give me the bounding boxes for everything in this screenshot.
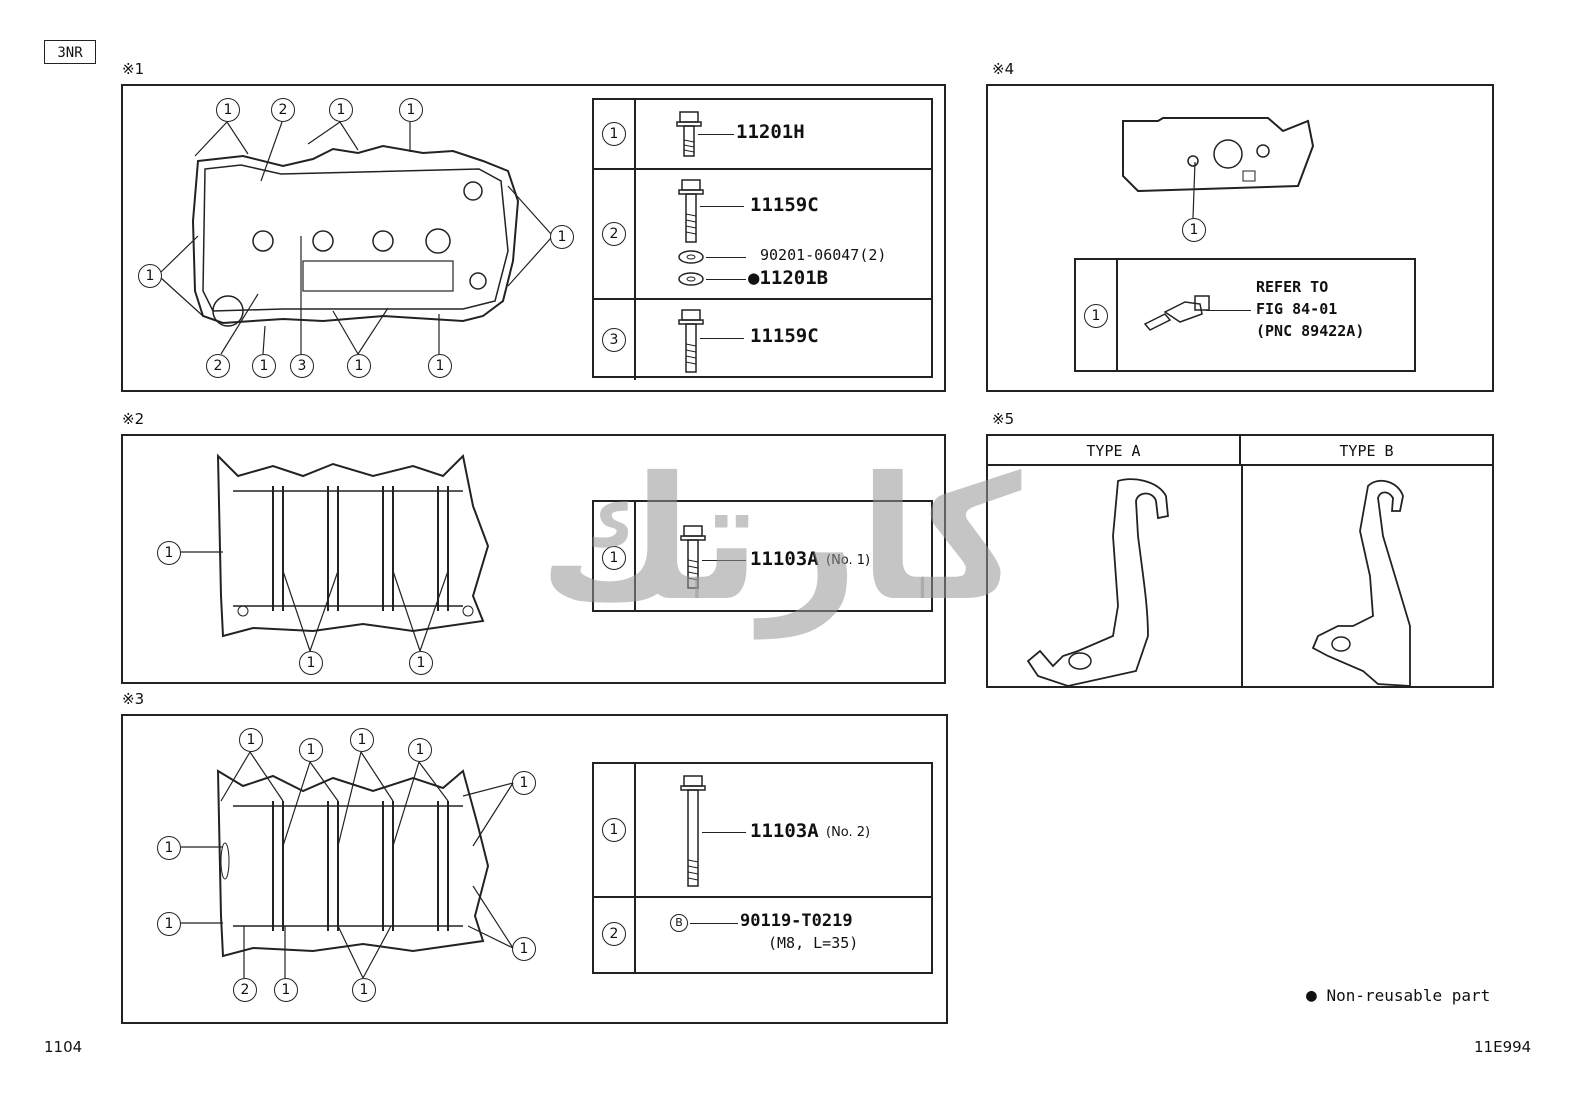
callout-1: 1	[157, 541, 181, 565]
figure-code: 11E994	[1474, 1038, 1532, 1056]
non-reusable-dot-icon: ●	[748, 267, 760, 289]
callout-1: 1	[350, 728, 374, 752]
long-bolt-icon	[678, 309, 704, 373]
callout-2: 2	[233, 978, 257, 1002]
row-index: 1	[602, 546, 626, 570]
part-number: 11103A	[750, 820, 819, 842]
part-number: 11159C	[750, 194, 819, 216]
row-index: 3	[602, 328, 626, 352]
section-3-label: ※3	[122, 690, 145, 708]
part-number: 11103A	[750, 548, 819, 570]
table-row: 3 11159C	[594, 298, 931, 380]
section-2-panel: 1 1 1 1 11103A (No. 1)	[121, 434, 946, 684]
section-3-parts-table: 1 11103A (No. 2) 2 B 90119-T0219 (M8, L=…	[592, 762, 933, 974]
washer-icon	[678, 250, 704, 264]
callout-leader-lines	[181, 751, 514, 979]
bolt-position-note: (No. 1)	[826, 553, 871, 568]
row-index: 2	[602, 222, 626, 246]
cylinder-head-side-drawing	[1122, 117, 1315, 193]
callout-1: 1	[352, 978, 376, 1002]
part-number: 90119-T0219	[740, 911, 853, 931]
part-number: 90201-06047(2)	[760, 246, 887, 264]
reference-line-2: FIG 84-01	[1256, 300, 1338, 318]
table-row: 1 11103A (No. 2)	[594, 764, 931, 896]
temperature-sensor-icon	[1143, 295, 1210, 331]
row-index: 2	[602, 922, 626, 946]
table-row: 2 B 90119-T0219 (M8, L=35)	[594, 896, 931, 972]
callout-1: 1	[299, 651, 323, 675]
bolt-spec: (M8, L=35)	[768, 934, 859, 952]
type-a-header: TYPE A	[988, 436, 1241, 466]
row-index: 1	[602, 818, 626, 842]
callout-leader-lines	[1192, 161, 1196, 219]
part-number: ●11201B	[748, 267, 829, 289]
cylinder-block-drawing	[216, 453, 490, 638]
callout-leader-lines	[181, 551, 449, 652]
callout-1: 1	[252, 354, 276, 378]
section-5-panel: TYPE A TYPE B	[986, 434, 1494, 688]
long-bolt-icon	[678, 179, 704, 243]
cylinder-head-cover-drawing	[191, 144, 520, 327]
section-1-label: ※1	[122, 60, 145, 78]
callout-1: 1	[157, 836, 181, 860]
section-2-parts-table: 1 11103A (No. 1)	[592, 500, 933, 612]
callout-1: 1	[399, 98, 423, 122]
table-row: 2 11159C 90201-06047(2) ●11201B	[594, 168, 931, 298]
section-1-parts-table: 1 11201H 2 11159C 90201-06047(2) ●11201B…	[592, 98, 933, 380]
callout-1: 1	[409, 651, 433, 675]
engine-code-badge: 3NR	[44, 40, 96, 64]
callout-1: 1	[138, 264, 162, 288]
callout-1: 1	[347, 354, 371, 378]
part-number: 11201H	[736, 121, 805, 143]
part-number: 11159C	[750, 325, 819, 347]
callout-1: 1	[408, 738, 432, 762]
section-4-parts-table: 1 REFER TO FIG 84-01 (PNC 89422A)	[1074, 258, 1416, 372]
table-row: 1 11201H	[594, 100, 931, 168]
callout-1: 1	[239, 728, 263, 752]
reference-line-3: (PNC 89422A)	[1256, 322, 1365, 340]
reference-line-1: REFER TO	[1256, 278, 1329, 296]
callout-2: 2	[271, 98, 295, 122]
section-5-label: ※5	[992, 410, 1015, 428]
callout-2: 2	[206, 354, 230, 378]
legend-text: Non-reusable part	[1326, 986, 1491, 1005]
section-3-panel: 1 1 1 1 1 1 1 1 2 1 1 1 11103A (No. 2)	[121, 714, 948, 1024]
callout-1: 1	[274, 978, 298, 1002]
type-b-header: TYPE B	[1241, 436, 1492, 466]
page-number: 1104	[44, 1038, 83, 1056]
engine-hanger-type-a-drawing	[1026, 478, 1169, 687]
section-4-panel: 1 1 REFER TO FIG 84-01 (PNC 89422A)	[986, 84, 1494, 392]
section-4-label: ※4	[992, 60, 1015, 78]
row-index: 1	[1084, 304, 1108, 328]
row-index: 1	[602, 122, 626, 146]
section-2-label: ※2	[122, 410, 145, 428]
section-1-panel: 1 2 1 1 1 1 2 1 3 1 1 1 11201H 2	[121, 84, 946, 392]
extra-long-bolt-icon	[680, 775, 706, 887]
callout-1: 1	[550, 225, 574, 249]
legend: ● Non-reusable part	[1306, 985, 1490, 1006]
callout-1: 1	[1182, 218, 1206, 242]
callout-1: 1	[428, 354, 452, 378]
table-row: 1 11103A (No. 1)	[594, 502, 931, 610]
callout-leader-lines	[160, 121, 552, 355]
bolt-marker-b: B	[670, 914, 688, 932]
callout-1: 1	[512, 937, 536, 961]
callout-1: 1	[157, 912, 181, 936]
callout-1: 1	[216, 98, 240, 122]
gasket-icon	[678, 272, 704, 286]
long-bolt-icon	[680, 525, 706, 589]
bolt-position-note: (No. 2)	[826, 825, 871, 840]
table-row: 1 REFER TO FIG 84-01 (PNC 89422A)	[1076, 260, 1414, 370]
engine-hanger-type-b-drawing	[1311, 479, 1411, 687]
callout-3: 3	[290, 354, 314, 378]
flange-bolt-icon	[676, 111, 702, 157]
callout-1: 1	[299, 738, 323, 762]
non-reusable-dot-icon: ●	[1306, 985, 1317, 1006]
callout-1: 1	[329, 98, 353, 122]
